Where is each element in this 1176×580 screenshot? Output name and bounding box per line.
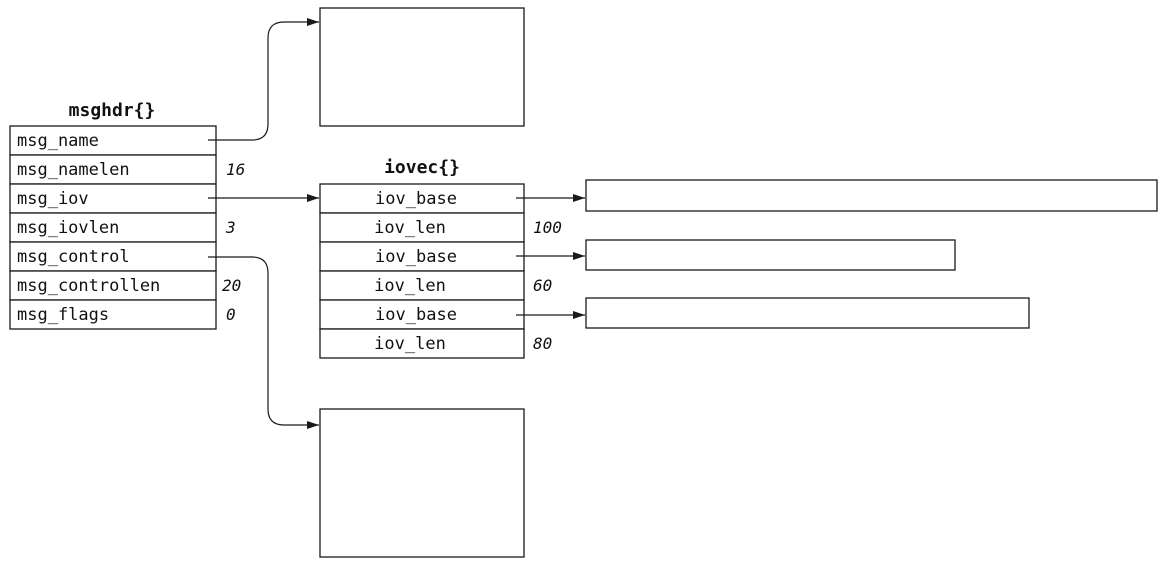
field-value-msg-flags: 0 bbox=[226, 305, 236, 324]
field-label-iov-base-3: iov_base bbox=[375, 305, 457, 325]
field-value-iov-len-1: 100 bbox=[533, 218, 562, 237]
field-value-iov-len-2: 60 bbox=[533, 276, 552, 295]
msghdr-row: msg_iov bbox=[9, 183, 217, 214]
field-label-msg-control: msg_control bbox=[17, 247, 130, 267]
iovec-row: iov_base bbox=[319, 183, 525, 214]
field-label-iov-len-1: iov_len bbox=[374, 218, 446, 238]
msghdr-row: msg_iovlen 3 bbox=[9, 212, 236, 243]
field-label-msg-iov: msg_iov bbox=[17, 189, 89, 209]
msghdr-cell-msg-flags bbox=[9, 299, 217, 330]
iovec-cell-iov-len-3 bbox=[319, 328, 525, 359]
msghdr-row: msg_control bbox=[9, 241, 217, 272]
data-buffer-1 bbox=[585, 179, 1158, 212]
iovec-cell-iov-len-2 bbox=[319, 270, 525, 301]
msghdr-cell-msg-name bbox=[9, 125, 217, 156]
data-buffer-2 bbox=[585, 239, 956, 271]
control-buffer bbox=[319, 408, 525, 558]
msghdr-struct: msghdr{} msg_name msg_namelen 16 msg_iov… bbox=[9, 100, 245, 330]
msghdr-row: msg_namelen 16 bbox=[9, 154, 245, 185]
iovec-row: iov_base bbox=[319, 241, 525, 272]
field-value-msg-namelen: 16 bbox=[226, 160, 245, 179]
msghdr-title: msghdr{} bbox=[69, 100, 156, 121]
field-label-msg-namelen: msg_namelen bbox=[17, 160, 130, 180]
iovec-title: iovec{} bbox=[384, 157, 460, 178]
data-buffer-3 bbox=[585, 297, 1030, 329]
msghdr-row: msg_controllen 20 bbox=[9, 270, 241, 301]
field-label-msg-flags: msg_flags bbox=[17, 305, 109, 325]
field-value-iov-len-3: 80 bbox=[533, 334, 552, 353]
msghdr-row: msg_name bbox=[9, 125, 217, 156]
msghdr-cell-msg-controllen bbox=[9, 270, 217, 301]
field-label-msg-iovlen: msg_iovlen bbox=[17, 218, 119, 238]
name-buffer bbox=[319, 7, 525, 127]
iovec-cell-iov-base-2 bbox=[319, 241, 525, 272]
iovec-row: iov_len 100 bbox=[319, 212, 562, 243]
msg-name-pointer-arrow bbox=[208, 18, 319, 141]
iovec-cell-iov-base-3 bbox=[319, 299, 525, 330]
iovec-row: iov_len 60 bbox=[319, 270, 552, 301]
iovec-cell-iov-base-1 bbox=[319, 183, 525, 214]
iovec-struct: iovec{} iov_base iov_len 100 iov_base io… bbox=[319, 157, 562, 359]
field-label-msg-name: msg_name bbox=[17, 131, 99, 151]
msghdr-cell-msg-iovlen bbox=[9, 212, 217, 243]
field-label-iov-base-2: iov_base bbox=[375, 247, 457, 267]
msghdr-row: msg_flags 0 bbox=[9, 299, 236, 330]
field-label-iov-base-1: iov_base bbox=[375, 189, 457, 209]
field-label-msg-controllen: msg_controllen bbox=[17, 276, 160, 296]
field-label-iov-len-2: iov_len bbox=[374, 276, 446, 296]
field-value-msg-controllen: 20 bbox=[222, 276, 241, 295]
msg-control-pointer-arrow bbox=[208, 256, 319, 429]
iovec-row: iov_base bbox=[319, 299, 525, 330]
field-label-iov-len-3: iov_len bbox=[374, 334, 446, 354]
field-value-msg-iovlen: 3 bbox=[225, 218, 236, 237]
iovec-row: iov_len 80 bbox=[319, 328, 552, 359]
msghdr-cell-msg-namelen bbox=[9, 154, 217, 185]
